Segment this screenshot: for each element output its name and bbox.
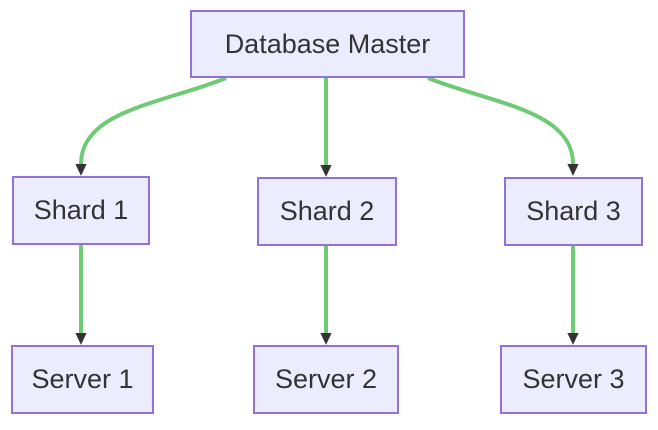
node-shard-3: Shard 3 (504, 177, 643, 246)
node-shard-2: Shard 2 (257, 177, 397, 246)
node-shard-1-label: Shard 1 (33, 195, 129, 225)
node-database-master: Database Master (190, 10, 465, 78)
edge-master-shard3 (427, 76, 579, 176)
edge-master-shard1 (75, 76, 227, 176)
node-server-1-label: Server 1 (31, 364, 134, 394)
node-shard-1: Shard 1 (12, 176, 150, 245)
node-server-2: Server 2 (253, 345, 399, 414)
node-server-3: Server 3 (500, 345, 647, 414)
node-server-2-label: Server 2 (274, 364, 378, 394)
node-shard-2-label: Shard 2 (279, 196, 375, 226)
node-server-1: Server 1 (11, 345, 154, 414)
node-server-3-label: Server 3 (522, 364, 625, 394)
node-shard-3-label: Shard 3 (526, 196, 621, 226)
node-database-master-label: Database Master (224, 28, 431, 59)
